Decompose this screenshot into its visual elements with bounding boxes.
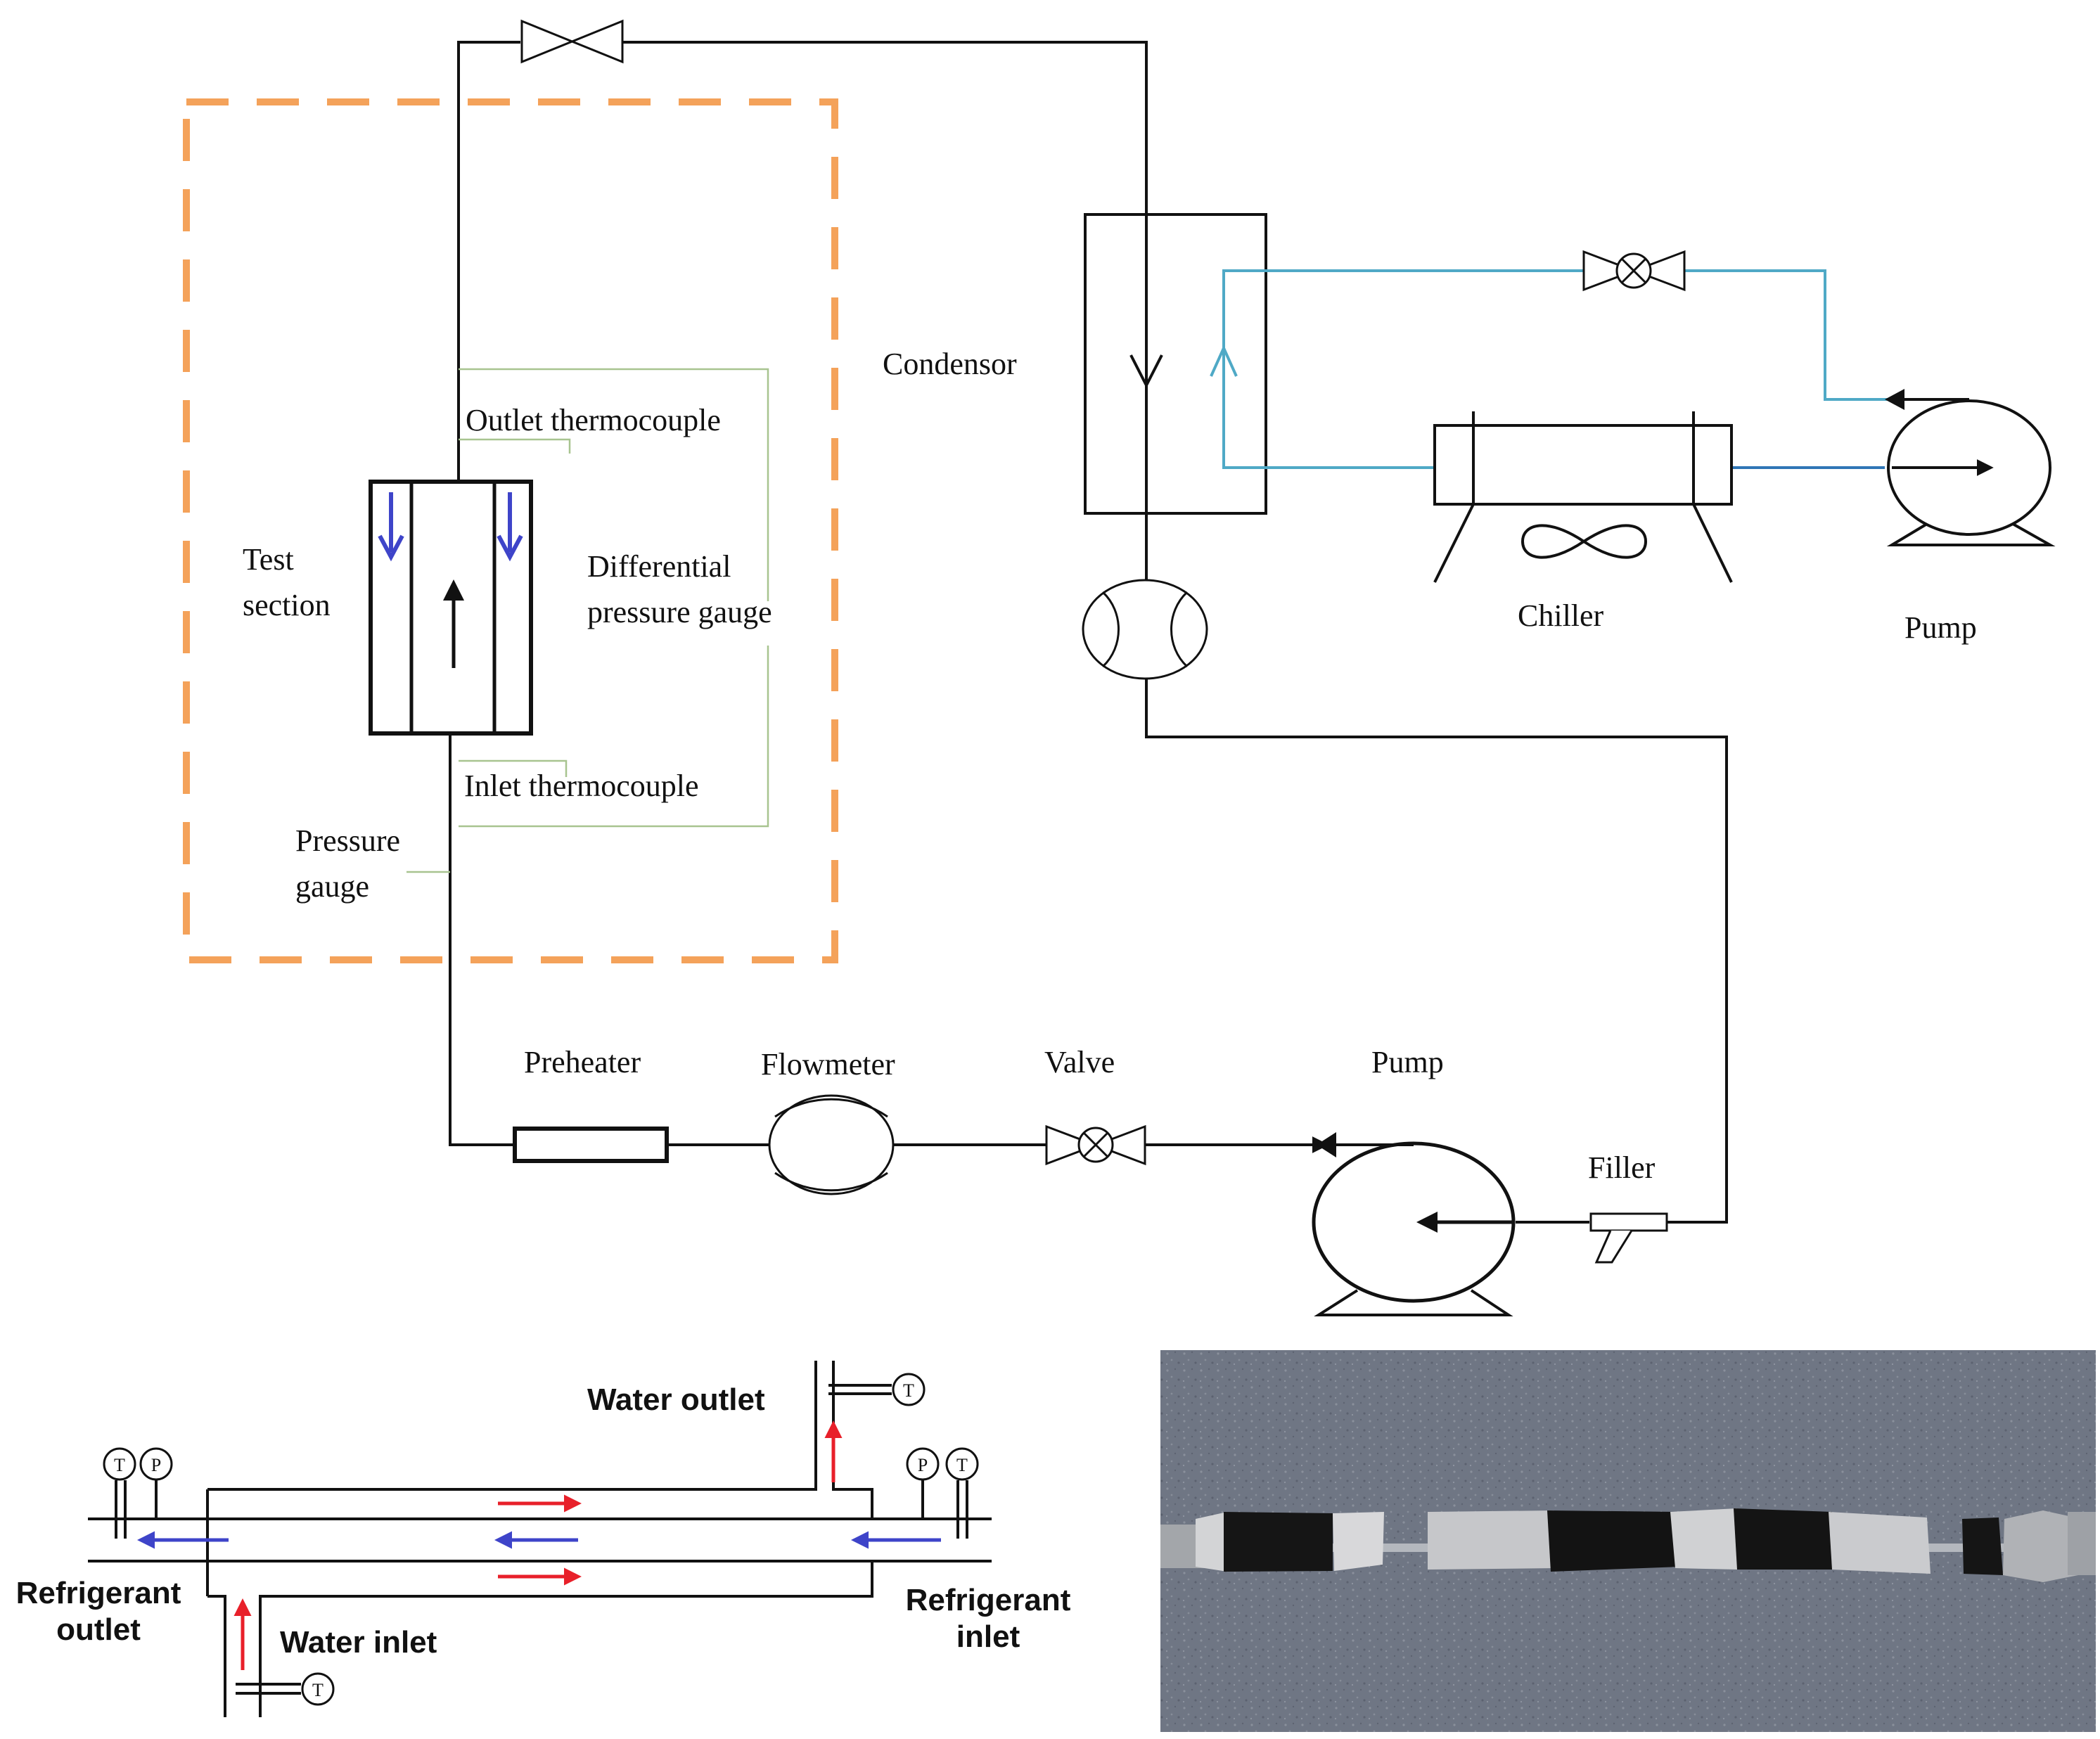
differential-pressure-gauge-label-2: pressure gauge <box>587 595 772 629</box>
flowmeter-label: Flowmeter <box>761 1047 895 1082</box>
gauge-letter: P <box>918 1455 928 1475</box>
chiller-label: Chiller <box>1518 598 1604 633</box>
water-inlet-thermometer-icon: T <box>236 1672 335 1706</box>
filler-icon <box>1589 1212 1668 1264</box>
top-pump-label: Pump <box>1904 610 1977 645</box>
outlet-thermocouple-label: Outlet thermocouple <box>466 403 721 437</box>
bottom-pump-icon <box>1145 1132 1516 1316</box>
preheater-label: Preheater <box>524 1045 641 1079</box>
test-section-photo-icon <box>1160 1350 2096 1732</box>
chiller-fan-icon <box>1520 524 1648 559</box>
pressure-gauge-left-icon: P <box>139 1447 173 1519</box>
test-section-label-2: section <box>243 588 331 622</box>
test-section-down-arrow-left-icon <box>378 492 404 562</box>
pressure-gauge-label-2: gauge <box>295 869 369 904</box>
inlet-thermocouple-label: Inlet thermocouple <box>464 769 699 803</box>
bottom-pump-label: Pump <box>1371 1045 1444 1079</box>
condenser-flowmeter-icon <box>1082 579 1208 680</box>
water-outlet-label: Water outlet <box>587 1382 765 1417</box>
chiller <box>1433 411 1733 583</box>
refrigerant-inlet-label-1: Refrigerant <box>906 1583 1071 1617</box>
preheater-icon <box>513 1127 669 1163</box>
pressure-gauge-label-1: Pressure <box>295 823 400 858</box>
temperature-gauge-right-icon: T <box>945 1447 979 1539</box>
test-region-dashed-box <box>183 98 838 963</box>
refrigerant-outlet-label-1: Refrigerant <box>16 1576 181 1610</box>
top-pump-icon <box>1885 389 2056 546</box>
cooling-water-loop <box>1210 269 1892 469</box>
test-section <box>369 480 533 736</box>
gauge-letter: P <box>151 1455 161 1475</box>
refrigerant-outlet-label-2: outlet <box>56 1612 141 1647</box>
test-section-schematic: T P P T T T <box>88 1361 992 1717</box>
pressure-gauge-right-icon: P <box>906 1447 940 1519</box>
condensor-label: Condensor <box>883 347 1017 381</box>
instrumentation-leads <box>406 368 769 873</box>
top-valve-icon <box>520 19 624 64</box>
test-section-label-1: Test <box>243 542 294 577</box>
valve-icon <box>1045 1124 1146 1166</box>
cooling-water-valve-icon <box>1582 250 1686 292</box>
differential-pressure-gauge-label-1: Differential <box>587 549 731 584</box>
valve-label: Valve <box>1044 1045 1115 1079</box>
water-inlet-label: Water inlet <box>280 1625 437 1660</box>
refrigerant-loop-pipes <box>449 41 1728 1224</box>
filler-label: Filler <box>1588 1150 1656 1185</box>
flowmeter-icon <box>768 1094 895 1195</box>
refrigerant-inlet-label-2: inlet <box>956 1619 1020 1654</box>
gauge-letter: T <box>956 1455 968 1475</box>
water-outlet-thermometer-icon: T <box>828 1373 926 1406</box>
condenser <box>1084 213 1267 515</box>
gauge-letter: T <box>903 1380 914 1401</box>
test-section-down-arrow-right-icon <box>497 492 523 562</box>
gauge-letter: T <box>312 1680 324 1700</box>
temperature-gauge-left-icon: T <box>103 1447 136 1539</box>
gauge-letter: T <box>114 1455 125 1475</box>
